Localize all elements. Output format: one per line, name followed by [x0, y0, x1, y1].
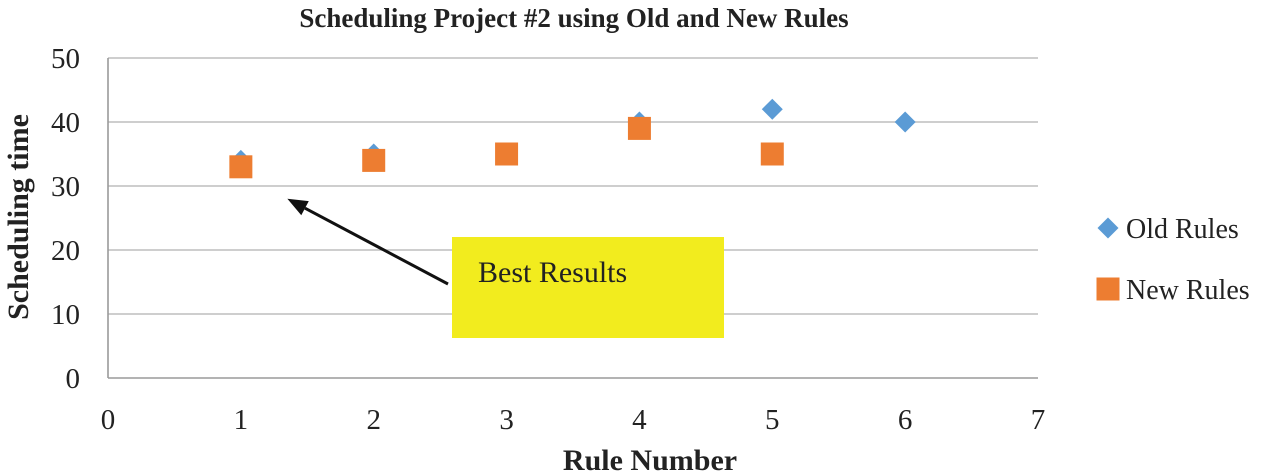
legend-marker [1096, 277, 1120, 301]
y-tick-label: 30 [51, 171, 80, 203]
axis-layer: 0 10 20 30 40 50 0 1 2 3 4 5 6 7 [51, 43, 1045, 436]
points-layer [229, 98, 916, 179]
annotation-text: Best Results [478, 256, 627, 289]
new-rules-point [362, 148, 386, 172]
old-rules-point [761, 98, 783, 120]
x-tick-label: 7 [1031, 404, 1046, 436]
y-axis-title: Scheduling time [2, 114, 35, 320]
x-tick-label: 0 [101, 404, 116, 436]
y-tick-label: 50 [51, 43, 80, 75]
x-tick-label: 5 [765, 404, 780, 436]
y-tick-label: 10 [51, 299, 80, 331]
y-tick-label: 40 [51, 107, 80, 139]
y-tick-label: 20 [51, 235, 80, 267]
new-rules-point [229, 155, 253, 179]
x-tick-label: 4 [632, 404, 647, 436]
annotation-layer: Best Results [287, 198, 724, 338]
x-axis-title: Rule Number [563, 444, 737, 474]
x-tick-label: 2 [366, 404, 381, 436]
y-tick-label: 0 [66, 363, 81, 395]
x-tick-label: 6 [898, 404, 913, 436]
annotation-arrow-shaft [304, 206, 449, 286]
new-rules-point [627, 116, 651, 140]
annotation-arrow-head [287, 198, 309, 216]
x-tick-label: 1 [234, 404, 249, 436]
legend-marker [1097, 217, 1119, 239]
chart-title: Scheduling Project #2 using Old and New … [299, 3, 848, 33]
legend-label: New Rules [1126, 275, 1250, 306]
new-rules-point [760, 142, 784, 166]
new-rules-point [495, 142, 519, 166]
legend-label: Old Rules [1126, 214, 1239, 245]
old-rules-point [894, 111, 916, 133]
grid-layer [108, 57, 1038, 315]
annotation-box [452, 237, 724, 338]
x-tick-label: 3 [499, 404, 514, 436]
